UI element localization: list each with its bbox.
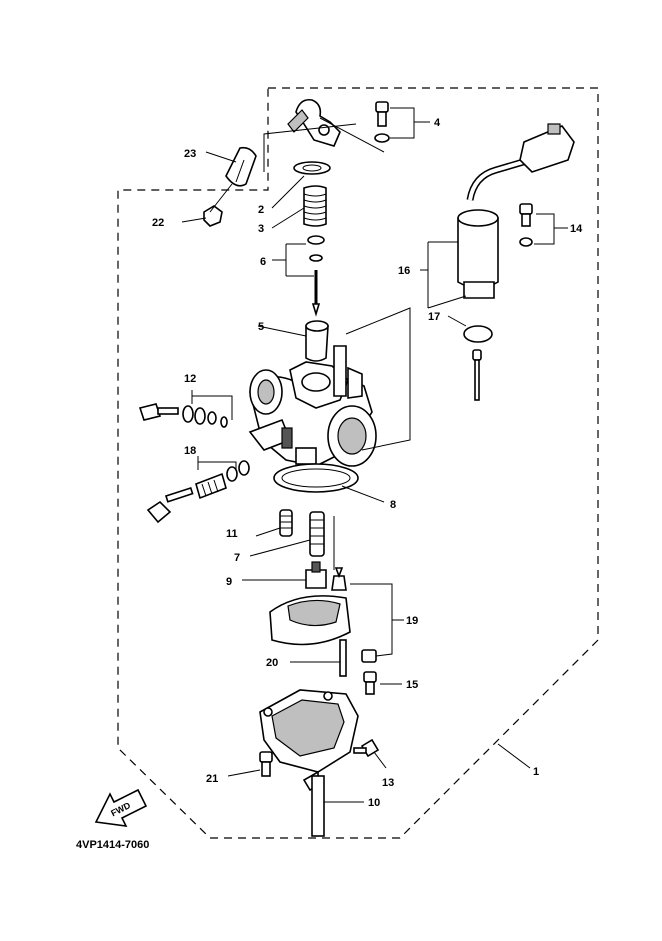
label-17: 17	[428, 311, 440, 323]
needle-jet-part-7	[309, 511, 325, 557]
label-2: 2	[258, 204, 264, 216]
choke-plunger	[472, 349, 482, 401]
label-18: 18	[184, 445, 196, 457]
leader-lines	[181, 107, 568, 803]
jet-needle	[311, 270, 321, 317]
label-22: 22	[152, 217, 164, 229]
spring-part-3	[303, 185, 327, 227]
label-20: 20	[266, 657, 278, 669]
label-16: 16	[398, 265, 410, 277]
throttle-stop-screw-set-part-18	[146, 460, 250, 524]
label-15: 15	[406, 679, 418, 691]
main-jet-part-9	[305, 561, 327, 589]
pilot-screw-set-part-12	[138, 403, 228, 428]
label-23: 23	[184, 148, 196, 160]
clip-washers-part-6	[307, 235, 325, 262]
label-12: 12	[184, 373, 196, 385]
diagram-code: 4VP1414-7060	[76, 839, 149, 851]
gasket-part-8	[273, 463, 359, 493]
label-10: 10	[368, 797, 380, 809]
label-14: 14	[570, 223, 583, 235]
label-11: 11	[226, 528, 238, 540]
label-5: 5	[258, 321, 264, 333]
float-pin-part-20	[339, 639, 347, 677]
throttle-valve-part-5	[305, 320, 329, 362]
float-chamber	[259, 689, 359, 792]
cap-part-23	[225, 146, 257, 187]
o-ring-part-17	[463, 325, 493, 343]
screw-part-15	[363, 671, 377, 695]
float-part-19	[269, 595, 377, 663]
label-19: 19	[406, 615, 418, 627]
fwd-arrow-icon: FWD	[94, 788, 148, 827]
label-8: 8	[390, 499, 396, 511]
screw-part-21	[259, 751, 273, 777]
label-7: 7	[234, 552, 240, 564]
label-13: 13	[382, 777, 394, 789]
throttle-cable-elbow	[287, 98, 341, 147]
label-1: 1	[533, 766, 539, 778]
gasket-part-2	[293, 161, 331, 175]
label-6: 6	[260, 256, 266, 268]
screw-washer-part-4	[374, 101, 390, 143]
carburetor-body	[248, 345, 377, 467]
screw-washer-part-14	[519, 203, 533, 247]
screw-part-11	[279, 509, 293, 537]
nut-part-22	[203, 205, 223, 227]
part-labels: 1 2 3 4 5 6 7 8 9 10 11 12 13 14 15 16 1…	[152, 117, 583, 809]
label-4: 4	[434, 117, 441, 129]
drain-tube-part-10	[311, 775, 325, 837]
label-9: 9	[226, 576, 232, 588]
auto-choke-part-16	[457, 123, 575, 299]
float-valve-needle	[331, 567, 347, 591]
screw-part-13	[353, 738, 380, 758]
label-3: 3	[258, 223, 264, 235]
label-21: 21	[206, 773, 218, 785]
